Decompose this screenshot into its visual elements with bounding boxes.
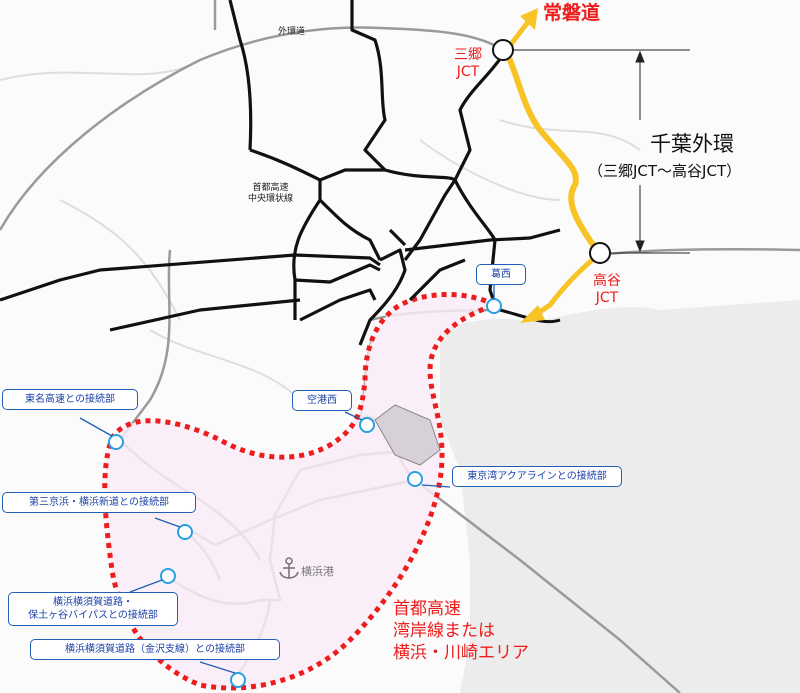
minor-roads [0, 59, 641, 401]
connection-markers [108, 298, 502, 688]
chiba-gaikan-title: 千葉外環 [650, 132, 734, 156]
kukou-nishi-marker[interactable] [359, 417, 375, 433]
tokyo-expressways [0, 0, 561, 346]
callout-aqualine[interactable]: 東京湾アクアラインとの接続部 [452, 466, 622, 487]
chiba-gaikan-subtitle: （三郷JCT～高谷JCT） [588, 162, 742, 180]
gaikan-dimension-line [513, 49, 690, 254]
callout-daisan[interactable]: 第三京浜・横浜新道との接続部 [2, 492, 196, 513]
area-label-1: 首都高速 [393, 599, 461, 619]
takaya-jct-label: 高谷 JCT [585, 270, 629, 306]
kasai-marker[interactable] [486, 298, 502, 314]
kanazawa-marker[interactable] [230, 672, 246, 688]
anchor-icon [279, 557, 299, 579]
daisan-marker[interactable] [177, 524, 193, 540]
chuo-kanjo-label: 首都高速 中央環状線 [248, 183, 293, 205]
yokohama-kawasaki-area [102, 292, 502, 691]
callout-yokoyoko-line2: 保土ヶ谷バイパスとの接続部 [28, 610, 158, 621]
misato-jct-marker[interactable] [492, 39, 514, 61]
callout-kukou-nishi[interactable]: 空港西 [292, 390, 352, 411]
area-label: 首都高速 湾岸線または 横浜・川崎エリア [393, 598, 529, 664]
chuo-label-1: 首都高速 [252, 183, 289, 193]
takaya-jct-marker[interactable] [589, 242, 611, 264]
area-label-3: 横浜・川崎エリア [393, 643, 529, 663]
misato-jct-label: 三郷 JCT [448, 44, 488, 80]
tomei-marker[interactable] [108, 434, 124, 450]
yokoyoko-marker[interactable] [160, 568, 176, 584]
joban-label: 常磐道 [543, 2, 601, 24]
misato-name: 三郷 [454, 47, 482, 63]
callout-yokoyoko[interactable]: 横浜横須賀道路・ 保土ヶ谷バイパスとの接続部 [8, 592, 178, 626]
tokyo-bay [440, 300, 800, 693]
takaya-name: 高谷 [593, 273, 621, 289]
gaikando-label: 外環道 [278, 27, 306, 37]
callout-kanazawa[interactable]: 横浜横須賀道路（金沢支線）との接続部 [30, 639, 280, 660]
callout-pointers [79, 282, 495, 674]
callout-yokoyoko-line1: 横浜横須賀道路・ [53, 597, 133, 608]
callout-kasai[interactable]: 葛西 [476, 264, 526, 285]
area-label-2: 湾岸線または [393, 621, 495, 641]
chuo-label-2: 中央環状線 [248, 194, 294, 204]
yokohama-port-label: 横浜港 [301, 565, 334, 578]
aqualine-marker[interactable] [407, 471, 423, 487]
haneda-airport [374, 404, 441, 466]
callout-tomei[interactable]: 東名高速との接続部 [2, 389, 138, 410]
misato-jct: JCT [456, 64, 480, 80]
chiba-gaikan-route [502, 8, 601, 323]
takaya-jct: JCT [595, 290, 619, 306]
